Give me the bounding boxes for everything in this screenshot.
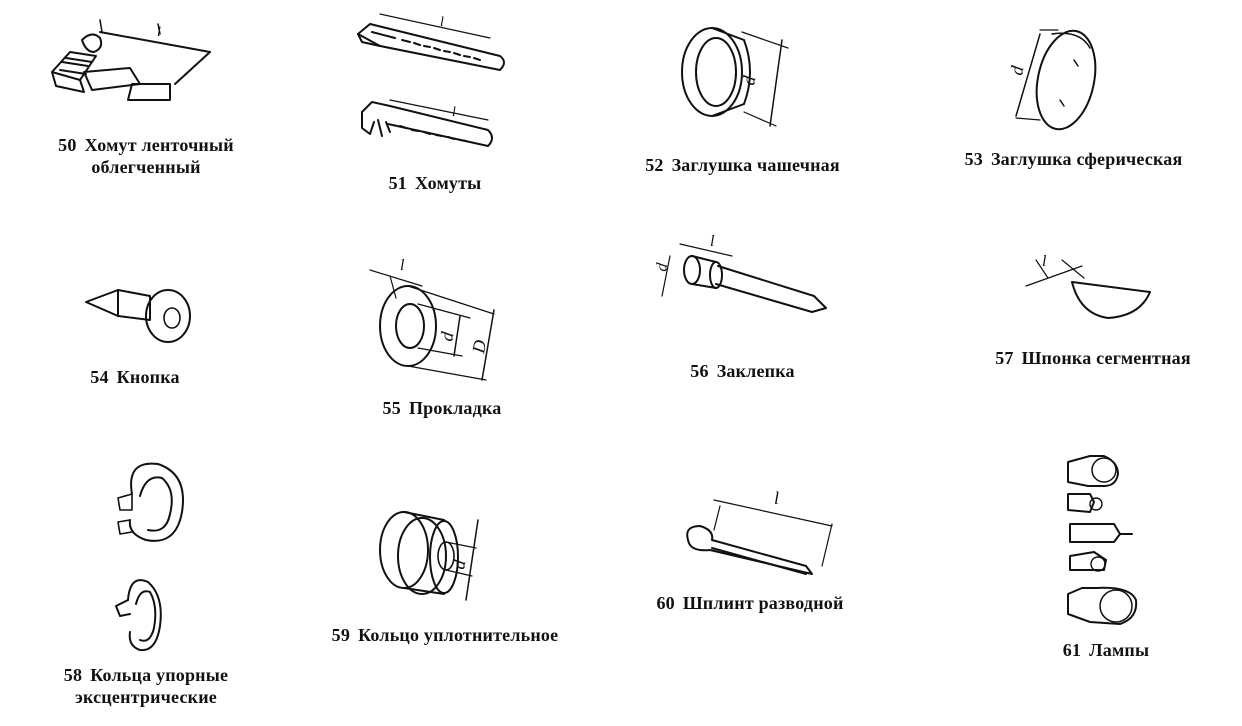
rivet-icon bbox=[661, 243, 827, 313]
caption-59: 59 Кольцо уплотнительное bbox=[300, 624, 590, 646]
dim-label-D-55: D bbox=[468, 338, 490, 355]
caption-number: 60 bbox=[656, 593, 675, 613]
caption-number: 58 bbox=[63, 665, 83, 685]
dim-label-l-60: l bbox=[774, 488, 779, 508]
caption-text: Заглушка чашечная bbox=[671, 155, 840, 175]
dim-label-l-55: l bbox=[400, 257, 405, 274]
dim-label-d-55: d bbox=[436, 329, 457, 342]
dim-label-l-57: l bbox=[1042, 253, 1047, 270]
dim-label-d-53: d bbox=[1006, 63, 1027, 76]
clamps-icon bbox=[357, 13, 505, 147]
caption-50: 50 Хомут ленточный облегченный bbox=[36, 134, 256, 178]
caption-60: 60 Шплинт разводной bbox=[630, 592, 870, 614]
caption-text: Заглушка сферическая bbox=[990, 149, 1183, 169]
caption-number: 59 bbox=[331, 625, 351, 645]
caption-54: 54 Кнопка bbox=[70, 366, 200, 388]
caption-text: Шплинт разводной bbox=[682, 593, 844, 613]
caption-57: 57 Шпонка сегментная bbox=[968, 347, 1218, 369]
caption-number: 52 bbox=[645, 155, 664, 175]
caption-text: Хомут ленточный bbox=[84, 135, 234, 155]
caption-52: 52 Заглушка чашечная bbox=[620, 154, 865, 176]
dim-label-l-50: l bbox=[157, 25, 161, 40]
woodruff-key-icon bbox=[1025, 259, 1151, 319]
caption-text: Кольцо уплотнительное bbox=[358, 625, 559, 645]
caption-55: 55 Прокладка bbox=[362, 397, 522, 419]
caption-number: 61 bbox=[1062, 640, 1082, 660]
caption-number: 54 bbox=[90, 367, 109, 387]
caption-text: Лампы bbox=[1089, 640, 1150, 660]
cotter-pin-icon bbox=[686, 499, 833, 575]
button-stud-icon bbox=[85, 289, 191, 343]
dim-label-l-51a: l bbox=[440, 15, 444, 30]
cup-plug-icon bbox=[681, 27, 789, 127]
retaining-rings-icon bbox=[115, 462, 184, 652]
caption-number: 51 bbox=[388, 173, 407, 193]
caption-text: Хомуты bbox=[414, 173, 482, 193]
caption-51: 51 Хомуты bbox=[360, 172, 510, 194]
seal-ring-icon bbox=[379, 511, 479, 601]
caption-58: 58 Кольца упорные эксцентрические bbox=[36, 664, 256, 708]
spherical-plug-icon bbox=[1015, 29, 1097, 131]
caption-text: Кольца упорные bbox=[90, 665, 229, 685]
caption-56: 56 Заклепка bbox=[670, 360, 815, 382]
dim-label-l-51b: l bbox=[452, 105, 456, 120]
caption-number: 57 bbox=[995, 348, 1014, 368]
caption-text: Шпонка сегментная bbox=[1021, 348, 1191, 368]
caption-61: 61 Лампы bbox=[1046, 639, 1166, 661]
caption-53: 53 Заглушка сферическая bbox=[936, 148, 1211, 170]
caption-text: Кнопка bbox=[116, 367, 180, 387]
caption-text-line2: эксцентрические bbox=[75, 687, 217, 707]
band-clamp-icon bbox=[51, 19, 211, 101]
caption-text: Заклепка bbox=[716, 361, 795, 381]
caption-number: 53 bbox=[964, 149, 983, 169]
caption-text-line2: облегченный bbox=[91, 157, 201, 177]
dim-label-d-56: d bbox=[653, 261, 671, 273]
dim-label-l-56: l bbox=[710, 233, 715, 250]
caption-number: 50 bbox=[58, 135, 77, 155]
lamps-icon bbox=[1067, 455, 1138, 625]
caption-text: Прокладка bbox=[408, 398, 502, 418]
caption-number: 56 bbox=[690, 361, 709, 381]
gasket-icon bbox=[369, 269, 495, 381]
caption-number: 55 bbox=[382, 398, 401, 418]
